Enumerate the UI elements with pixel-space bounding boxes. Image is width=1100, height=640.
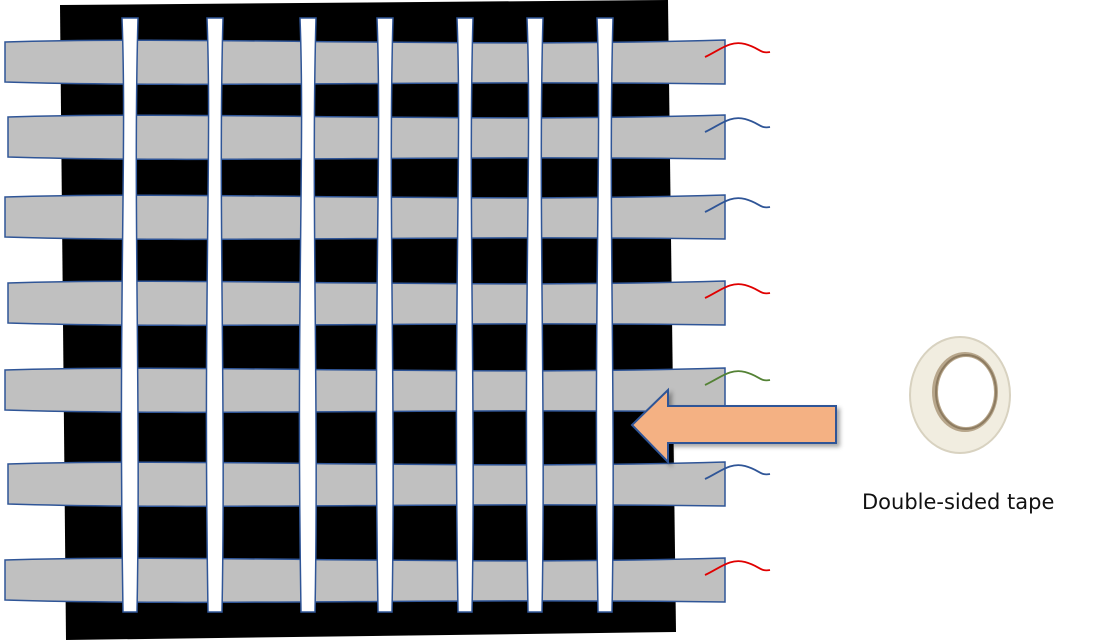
wire (704, 42, 771, 58)
wire (704, 117, 771, 133)
warp-strip (298, 17, 317, 613)
weft-strips (4, 39, 726, 604)
weft-strip (7, 461, 726, 508)
warp-strip (525, 17, 544, 613)
wire (704, 370, 771, 386)
wire (704, 560, 771, 576)
weft-strip (4, 557, 726, 604)
wire (704, 283, 771, 299)
warp-strip (375, 17, 394, 613)
tape-label: Double-sided tape (862, 490, 1055, 514)
weft-strip (7, 114, 726, 161)
warp-strip (205, 17, 224, 613)
weft-strip (4, 194, 726, 241)
wire (704, 197, 771, 213)
weft-strip (4, 39, 726, 86)
wire (704, 464, 771, 480)
warp-strip (455, 17, 474, 613)
wires (704, 42, 771, 576)
weft-strip (4, 367, 726, 414)
warp-strip (595, 17, 614, 613)
warp-strips (120, 17, 614, 613)
weft-strip (7, 280, 726, 327)
tape-roll-icon (909, 336, 1011, 454)
warp-strip (120, 17, 139, 613)
left-arrow-icon (630, 387, 837, 465)
